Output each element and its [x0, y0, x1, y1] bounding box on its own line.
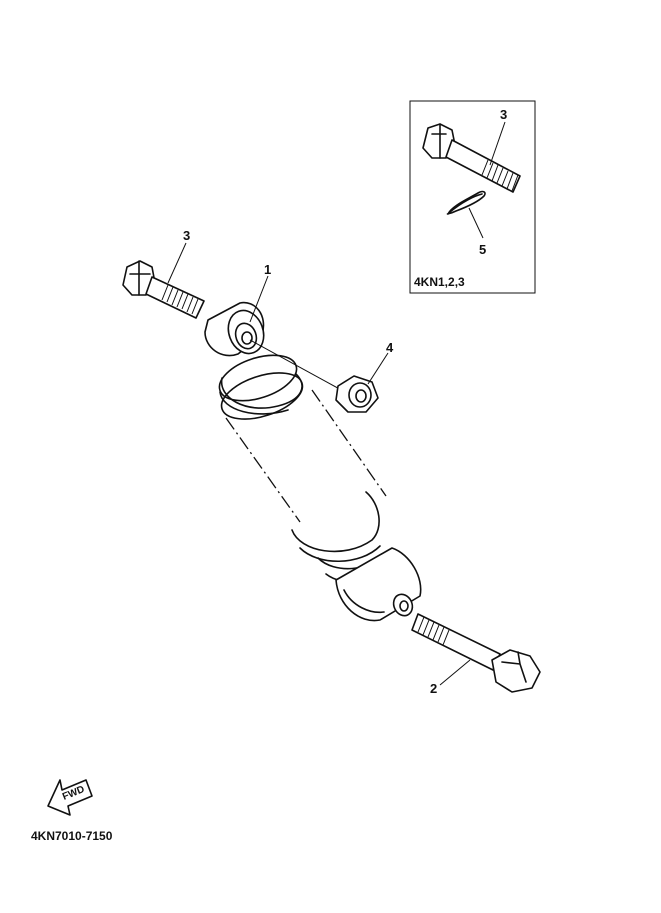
upper-bolt-callout: 3: [183, 228, 190, 243]
lower-bolt-part: [411, 613, 541, 693]
forward-arrow: FWD: [47, 779, 93, 816]
shock-absorber-part: [204, 301, 422, 622]
collar-nut-part: [335, 375, 379, 413]
clip-pin-callout: 5: [479, 242, 486, 257]
collar-nut-leader: [367, 352, 389, 385]
inset-frame: [409, 100, 536, 294]
inset-bolt-leader: [489, 121, 506, 166]
inset-bolt-part: [422, 123, 521, 193]
upper-bolt-part: [122, 260, 205, 319]
shock-absorber-leader: [249, 275, 269, 323]
inset-bolt-callout: 3: [500, 107, 507, 122]
collar-nut-callout: 4: [386, 340, 394, 355]
upper-bolt-leader: [167, 242, 187, 284]
clip-pin-part: [446, 190, 486, 215]
clip-pin-leader: [468, 207, 484, 239]
inset-model-caption: 4KN1,2,3: [414, 275, 465, 289]
shock-absorber-callout: 1: [264, 262, 271, 277]
drawing-code: 4KN7010-7150: [31, 829, 113, 843]
lower-bolt-callout: 2: [430, 681, 437, 696]
lower-bolt-leader: [439, 659, 471, 686]
assembly-axis-line: [249, 339, 346, 393]
inset-panel: 3 5 4KN1,2,3: [409, 100, 536, 294]
